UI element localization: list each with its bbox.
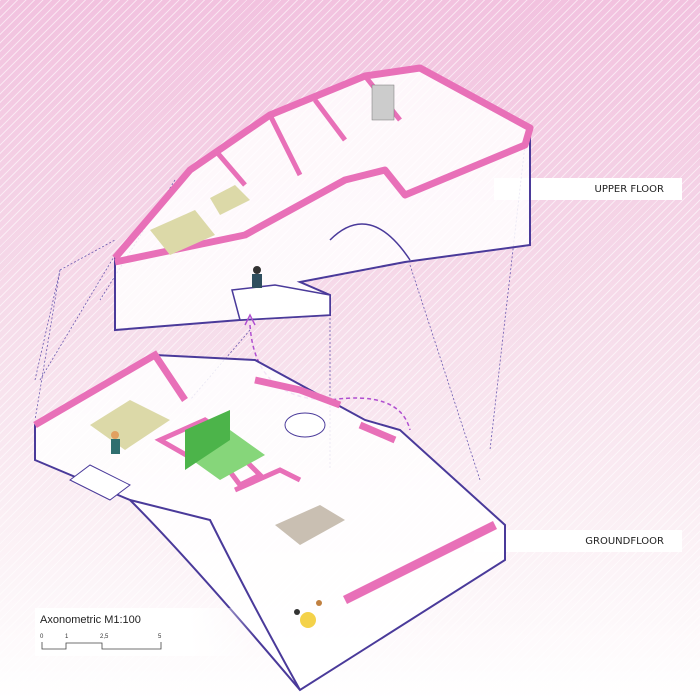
scale-tick: 1 (65, 634, 69, 640)
ground-floor-label: GROUNDFLOOR (474, 530, 682, 552)
arrow-head-icon (244, 313, 256, 326)
scale-tick: 5 (158, 634, 162, 640)
scale-bar: Axonometric M1:100 0 1 2,5 5 (35, 608, 255, 656)
upper-floor-model (112, 64, 534, 332)
scale-title: Axonometric M1:100 (40, 614, 141, 626)
scale-ruler (41, 642, 162, 650)
projection-lines (34, 144, 526, 481)
scale-tick: 0 (40, 634, 44, 640)
upper-floor-label: UPPER FLOOR (494, 178, 682, 200)
ground-floor-text: GROUNDFLOOR (585, 535, 664, 547)
scale-tick: 2,5 (100, 634, 109, 640)
upper-floor-text: UPPER FLOOR (594, 183, 664, 195)
ground-floor-model (33, 350, 506, 692)
